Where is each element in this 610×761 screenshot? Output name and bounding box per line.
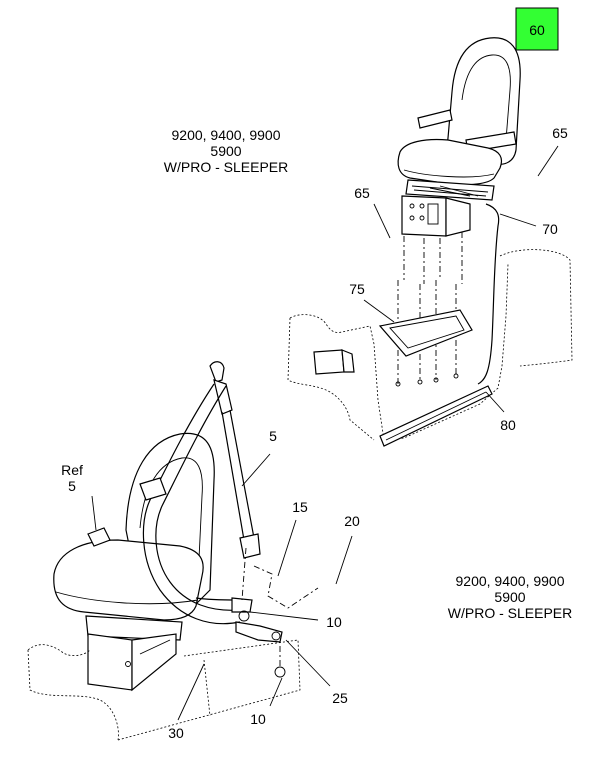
callout-10-right: 10 — [326, 614, 342, 630]
suspension-seat-drawing — [287, 37, 573, 447]
callout-65-left: 65 — [354, 185, 370, 201]
note-top-line-3: W/PRO - SLEEPER — [164, 159, 288, 175]
callout-60: 60 — [529, 22, 545, 38]
seat-belt-drawing — [27, 361, 353, 741]
callout-70: 70 — [542, 221, 558, 237]
callout-ref-5: 5 — [68, 478, 76, 494]
note-bottom-line-3: W/PRO - SLEEPER — [448, 605, 572, 621]
note-top-line-2: 5900 — [210, 143, 241, 159]
note-bottom-line-1: 9200, 9400, 9900 — [456, 573, 565, 589]
callout-60-highlight — [515, 7, 559, 51]
callout-80: 80 — [500, 417, 516, 433]
callout-15: 15 — [292, 499, 308, 515]
callout-10-bottom: 10 — [250, 711, 266, 727]
callout-ref-label: Ref — [61, 462, 83, 478]
callout-5: 5 — [269, 428, 277, 444]
callout-20: 20 — [344, 513, 360, 529]
callout-75: 75 — [349, 281, 365, 297]
note-top-line-1: 9200, 9400, 9900 — [172, 127, 281, 143]
callout-30: 30 — [168, 725, 184, 741]
note-bottom-line-2: 5900 — [494, 589, 525, 605]
callout-25: 25 — [332, 690, 348, 706]
callout-65-right: 65 — [552, 125, 568, 141]
